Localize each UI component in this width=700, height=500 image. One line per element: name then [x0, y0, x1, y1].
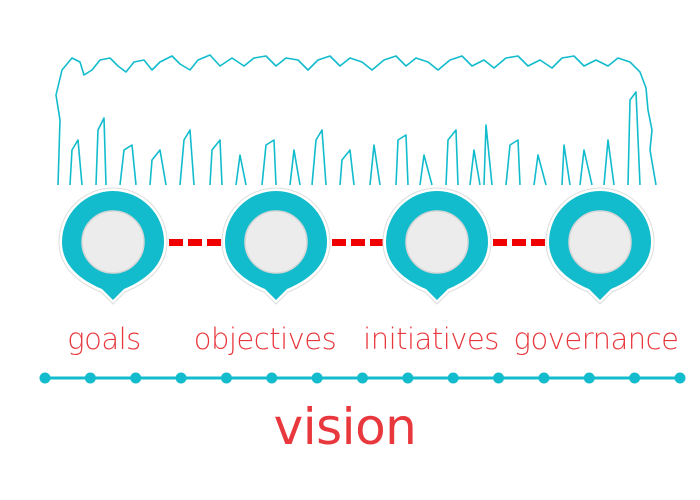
timeline-dot: [311, 372, 323, 384]
timeline-dot: [583, 372, 595, 384]
connector-dash: [188, 239, 202, 246]
timeline-dot: [39, 372, 51, 384]
step-label-governance: governance: [513, 322, 679, 356]
connector-dash: [351, 239, 365, 246]
pin-marker-initiatives: [382, 187, 492, 305]
timeline-dot: [493, 372, 505, 384]
connector-dash: [207, 239, 221, 246]
connector-dash: [370, 239, 384, 246]
connector-dash: [531, 239, 545, 246]
timeline-dot: [402, 372, 414, 384]
timeline-dot: [674, 372, 686, 384]
pin-marker-objectives: [221, 187, 331, 305]
timeline-dot: [84, 372, 96, 384]
pin-marker-governance: [545, 187, 655, 305]
timeline-dot: [266, 372, 278, 384]
timeline-dot: [447, 372, 459, 384]
connector-dash: [169, 239, 183, 246]
pin-marker-goals: [58, 187, 168, 305]
connector-dash: [332, 239, 346, 246]
timeline-dot: [220, 372, 232, 384]
timeline-dot: [357, 372, 368, 384]
timeline-dot: [130, 372, 142, 384]
timeline-dot: [629, 372, 641, 384]
step-label-goals: goals: [67, 322, 141, 356]
timeline-dot: [538, 372, 550, 384]
connector-dash: [512, 239, 526, 246]
vision-label: vision: [273, 398, 417, 456]
step-label-objectives: objectives: [193, 322, 337, 356]
step-label-initiatives: initiatives: [363, 322, 499, 356]
connector-dash: [493, 239, 507, 246]
crowd-silhouette: [55, 54, 657, 186]
timeline-dot: [175, 372, 187, 384]
